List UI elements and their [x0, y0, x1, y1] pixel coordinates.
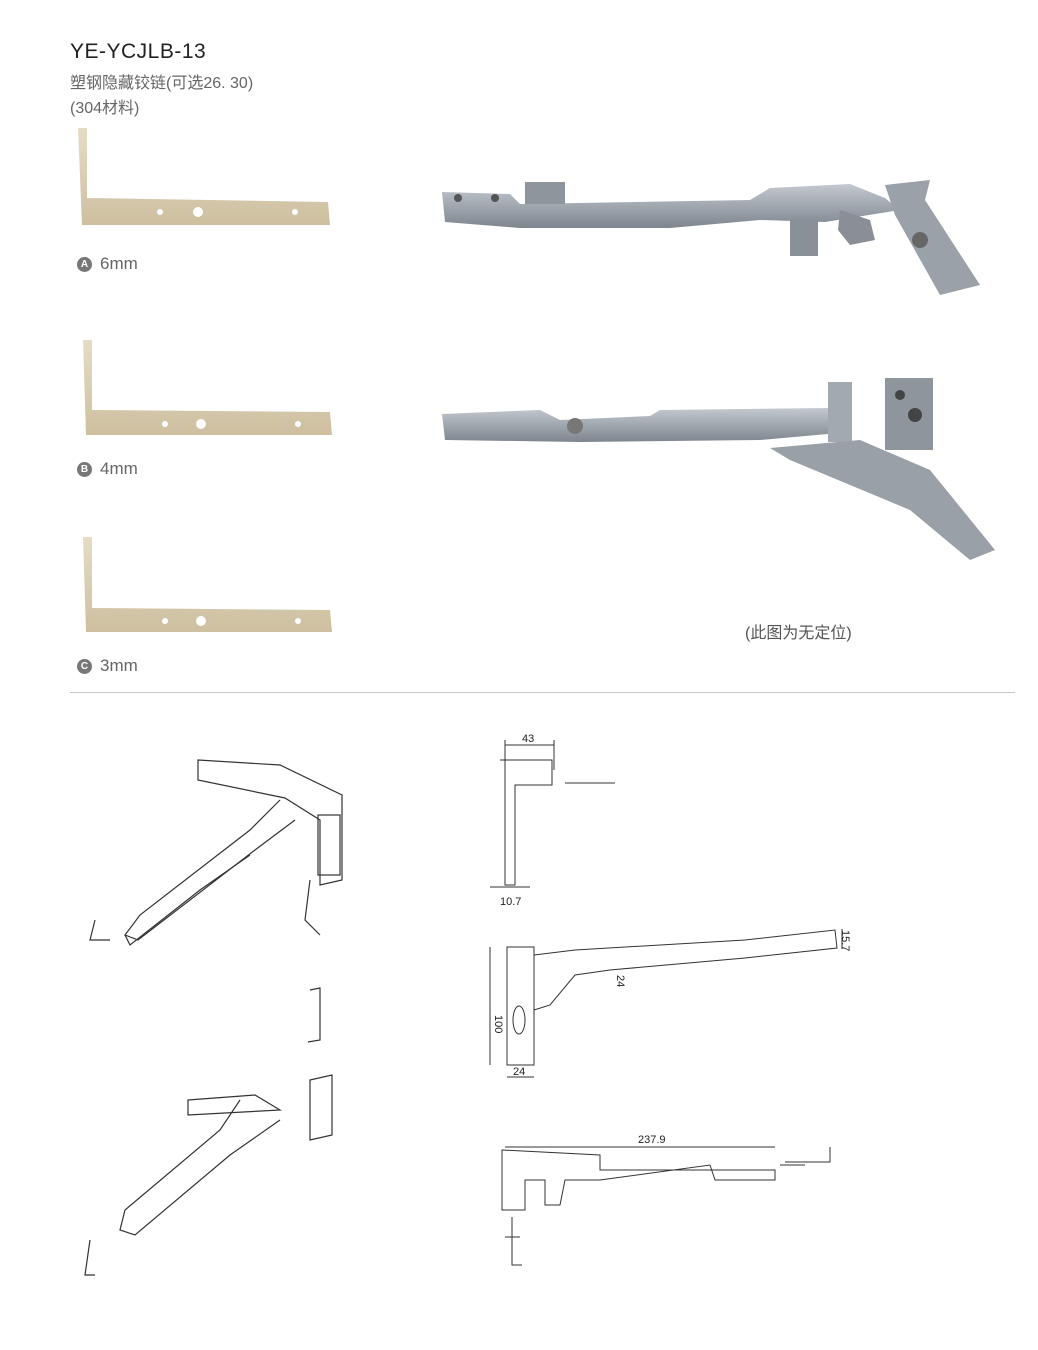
dim-top-width: 43 [522, 733, 534, 745]
product-model: YE-YCJLB-13 [70, 40, 207, 63]
side-view-drawing: 43 10.7 [490, 733, 615, 908]
dim-total-length: 237.9 [638, 1134, 666, 1146]
isometric-closed-drawing [89, 759, 343, 946]
top-view-drawing: 100 24 24 15.7 [489, 929, 851, 1078]
option-a: A 6mm [77, 254, 138, 274]
section-divider [70, 692, 1015, 693]
isometric-open-drawing [84, 987, 333, 1276]
bracket-3mm [83, 537, 332, 632]
option-label: 6mm [100, 254, 138, 273]
option-badge: C [77, 658, 92, 674]
front-view-drawing: 237.9 [501, 1134, 831, 1266]
spacer-brackets [78, 128, 332, 632]
product-material: (304材料) [70, 100, 140, 117]
isometric-drawings [84, 759, 343, 1276]
option-c: C 3mm [77, 656, 138, 676]
dim-arm-offset: 24 [614, 975, 626, 987]
dim-plate-width: 24 [513, 1066, 525, 1078]
dim-top-thickness: 10.7 [500, 896, 521, 908]
option-b: B 4mm [77, 459, 138, 479]
hinge-photos [442, 180, 995, 560]
bracket-6mm [78, 128, 330, 225]
hinge-open-photo [442, 378, 995, 560]
option-label: 3mm [100, 656, 138, 675]
product-name: 塑钢隐藏铰链(可选26. 30) [70, 75, 254, 92]
option-badge: A [77, 256, 92, 272]
hinge-closed-photo [442, 180, 980, 295]
option-badge: B [77, 461, 92, 477]
technical-drawings: 43 10.7 100 24 24 15.7 237.9 [489, 733, 851, 1266]
dim-arm-width: 15.7 [839, 930, 851, 951]
option-label: 4mm [100, 459, 138, 478]
no-positioning-note: (此图为无定位) [745, 625, 852, 642]
dim-height: 100 [492, 1015, 504, 1033]
bracket-4mm [83, 340, 332, 435]
